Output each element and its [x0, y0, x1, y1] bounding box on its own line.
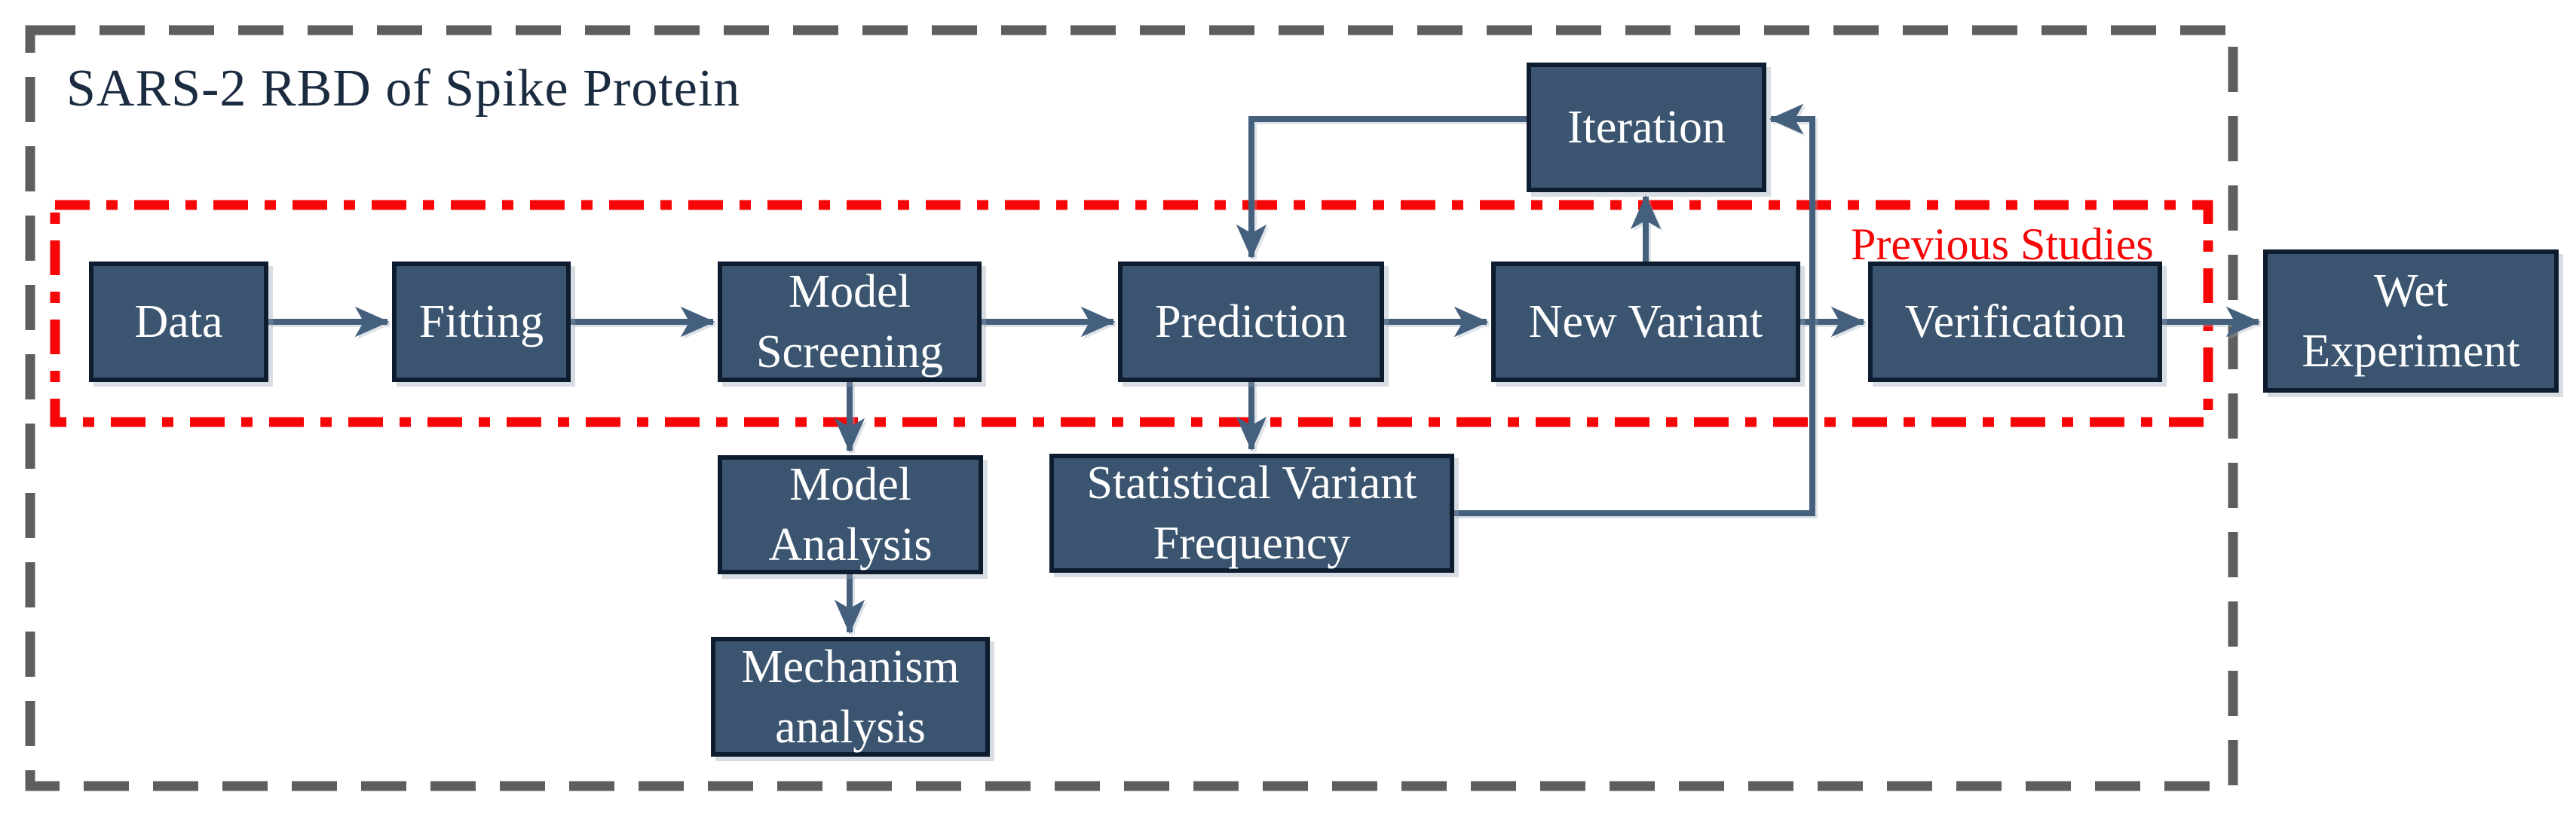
- connector-statistical-variant-frequency-to-iteration: [1454, 103, 1815, 516]
- node-model-analysis: Model Analysis: [718, 455, 983, 574]
- outer-dashed-border: [25, 25, 2238, 791]
- node-iteration-label: Iteration: [1567, 102, 1726, 153]
- node-new-variant-label: New Variant: [1528, 296, 1763, 347]
- node-statistical-variant-frequency: Statistical Variant Frequency: [1049, 454, 1454, 573]
- node-prediction-label: Prediction: [1155, 296, 1347, 347]
- node-mechanism-analysis-label: Mechanism analysis: [741, 641, 960, 753]
- node-prediction: Prediction: [1118, 262, 1384, 382]
- node-mechanism-analysis: Mechanism analysis: [711, 637, 990, 757]
- node-fitting: Fitting: [392, 262, 571, 382]
- node-verification-label: Verification: [1904, 296, 2126, 347]
- node-model-screening-label: Model Screening: [756, 266, 943, 378]
- node-wet-experiment: Wet Experiment: [2263, 249, 2559, 393]
- node-iteration: Iteration: [1527, 63, 1766, 192]
- node-data-label: Data: [134, 296, 223, 347]
- connector-iteration-to-prediction: [1236, 116, 1527, 259]
- node-verification: Verification: [1868, 262, 2162, 382]
- diagram-title: SARS-2 RBD of Spike Protein: [66, 60, 741, 118]
- node-model-analysis-label: Model Analysis: [768, 459, 933, 571]
- node-wet-experiment-label: Wet Experiment: [2302, 265, 2520, 377]
- node-model-screening: Model Screening: [718, 262, 982, 382]
- node-fitting-label: Fitting: [418, 296, 544, 347]
- previous-studies-label: Previous Studies: [1851, 219, 2154, 269]
- node-statistical-variant-frequency-label: Statistical Variant Frequency: [1086, 457, 1417, 569]
- node-new-variant: New Variant: [1491, 262, 1800, 382]
- node-data: Data: [89, 262, 268, 382]
